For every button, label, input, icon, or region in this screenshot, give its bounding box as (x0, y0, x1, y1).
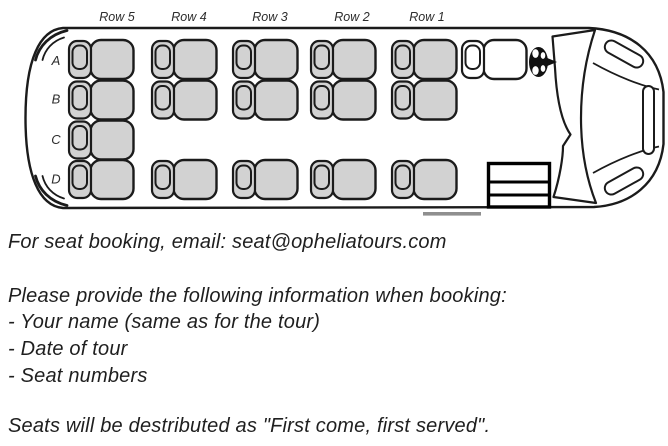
seat-row3-a (231, 38, 299, 81)
seat-row1-d (390, 158, 458, 201)
seat-row5-c (67, 119, 135, 161)
rear-hatch-arc-inner-bottom (41, 175, 65, 200)
distribution-note: Seats will be destributed as "First come… (8, 415, 491, 437)
row-label-1: Row 1 (409, 10, 444, 24)
bus-seat-map-diagram: Row 5 Row 4 Row 3 Row 2 Row 1 A B C D (24, 10, 665, 216)
seat-row4-a (150, 38, 218, 81)
headlight-bottom-icon (603, 166, 645, 196)
rear-hatch-arc-outer-top (34, 29, 69, 62)
seat-row4-d (150, 158, 218, 201)
steering-wheel-icon (529, 47, 557, 77)
rear-hatch-arc-outer-bottom (34, 174, 69, 207)
booking-info-item-seats: - Seat numbers (8, 365, 148, 387)
row-label-4: Row 4 (171, 10, 206, 24)
seat-letter-a: A (51, 53, 61, 68)
sliding-door-line (423, 212, 481, 216)
seat-row2-a (309, 38, 377, 81)
booking-info-intro: Please provide the following information… (8, 285, 507, 307)
front-grille (642, 85, 655, 155)
seat-row3-d (231, 158, 299, 201)
seat-letter-d: D (51, 172, 60, 187)
row-labels: Row 5 Row 4 Row 3 Row 2 Row 1 (99, 10, 444, 24)
seat-row2-d (309, 158, 377, 201)
seat-letter-labels: A B C D (51, 53, 62, 187)
windshield (551, 28, 598, 205)
seat-row4-b (150, 79, 218, 121)
entry-steps (486, 161, 552, 209)
seat-row3-b (231, 79, 299, 121)
booking-email-text: For seat booking, email: seat@opheliatou… (8, 231, 447, 253)
row-label-5: Row 5 (99, 10, 134, 24)
seat-row5-d (67, 158, 135, 201)
booking-info-item-date: - Date of tour (8, 338, 128, 360)
seat-letter-b: B (52, 92, 61, 107)
row-label-3: Row 3 (252, 10, 287, 24)
rear-hatch-arc-inner-top (41, 36, 65, 61)
headlight-top-icon (603, 39, 645, 69)
seats-layer (67, 38, 528, 201)
seat-row1-a (390, 38, 458, 81)
seat-row2-b (309, 79, 377, 121)
booking-info-item-name: - Your name (same as for the tour) (8, 311, 321, 333)
row-label-2: Row 2 (334, 10, 369, 24)
seat-row5-b (67, 79, 135, 121)
seat-letter-c: C (51, 132, 61, 147)
seat-row5-a (67, 38, 135, 81)
driver-seat (460, 38, 528, 81)
seat-row1-b (390, 79, 458, 121)
